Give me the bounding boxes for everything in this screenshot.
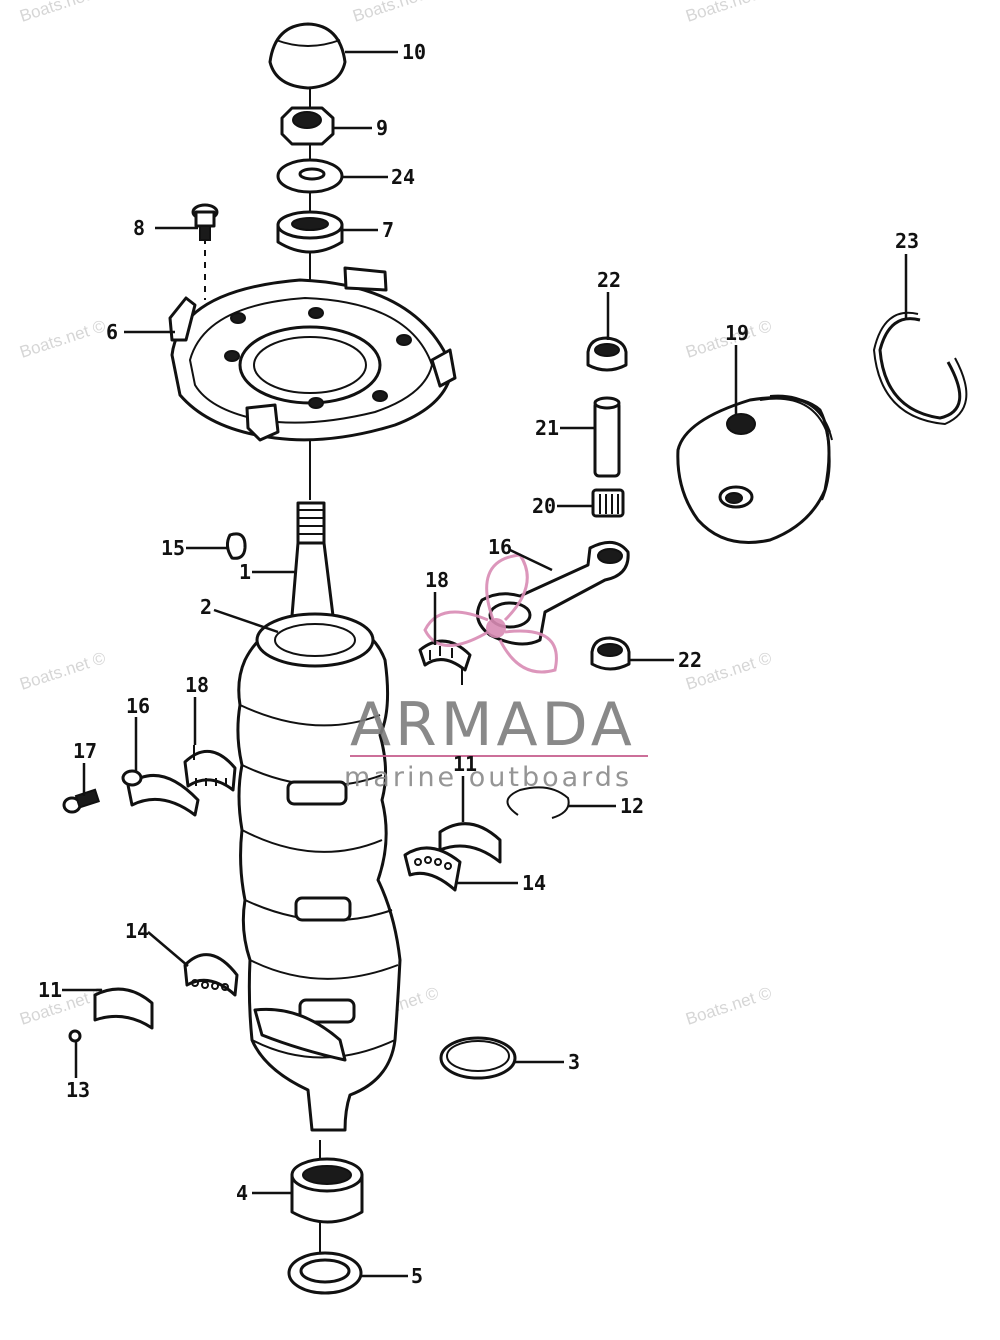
part-20-needle-bearing (591, 488, 625, 518)
part-24-washer (276, 158, 344, 194)
armada-brand-logo: ARMADA marine outboards (344, 553, 648, 793)
watermark-layer: Boats.net © Boats.net © Boats.net © Boat… (17, 0, 774, 1029)
part-17-rod-bolt (62, 788, 100, 814)
callout-3: 3 (568, 1050, 580, 1074)
watermark: Boats.net © (17, 648, 108, 694)
callout-4: 4 (236, 1181, 248, 1205)
part-18-bearing-half (418, 639, 472, 685)
part-22-cap-lower (590, 636, 631, 671)
callout-16: 16 (126, 694, 150, 718)
callout-11: 11 (453, 752, 477, 776)
callout-7: 7 (382, 218, 394, 242)
part-14-bearing-cage-left (183, 953, 239, 997)
part-10-cap (268, 22, 347, 90)
part-16-rod-cap (121, 769, 200, 817)
brand-subtitle: marine outboards (344, 762, 632, 793)
callout-11: 11 (38, 978, 62, 1002)
callout-18: 18 (185, 673, 209, 697)
callout-24: 24 (391, 165, 415, 189)
callout-22: 22 (597, 268, 621, 292)
part-9-nut (280, 106, 335, 146)
callout-19: 19 (725, 321, 749, 345)
part-4-needle-bearing (290, 1157, 364, 1224)
part-13-ball (68, 1029, 82, 1043)
callout-5: 5 (411, 1264, 423, 1288)
callout-17: 17 (73, 739, 97, 763)
callout-12: 12 (620, 794, 644, 818)
part-8-screw (191, 203, 219, 241)
part-19-piston (676, 394, 833, 544)
callout-6: 6 (106, 320, 118, 344)
part-22-cap-top (586, 336, 628, 372)
watermark: Boats.net © (350, 0, 441, 26)
callout-10: 10 (402, 40, 426, 64)
part-12-retaining-ring (506, 786, 570, 819)
watermark: Boats.net © (17, 316, 108, 362)
part-6-housing (168, 266, 457, 442)
part-14-bearing-cage (403, 846, 462, 892)
part-15-key (225, 532, 247, 560)
part-5-washer (287, 1251, 363, 1295)
part-11-bearing-race-left (93, 987, 154, 1030)
callout-9: 9 (376, 116, 388, 140)
brand-title: ARMADA (350, 690, 636, 760)
callout-18: 18 (425, 568, 449, 592)
callout-13: 13 (66, 1078, 90, 1102)
part-3-ring (439, 1036, 517, 1080)
part-7-seal (276, 210, 344, 254)
callout-15: 15 (161, 536, 185, 560)
part-1-crankshaft (236, 501, 402, 1132)
callout-16: 16 (488, 535, 512, 559)
callout-1: 1 (239, 560, 251, 584)
callout-2: 2 (200, 595, 212, 619)
watermark: Boats.net © (683, 0, 774, 26)
watermark: Boats.net © (17, 0, 108, 26)
callout-23: 23 (895, 229, 919, 253)
part-21-wrist-pin (593, 396, 621, 478)
callout-14: 14 (125, 919, 149, 943)
part-11-bearing-race (438, 822, 502, 864)
callout-14: 14 (522, 871, 546, 895)
callouts: 10 9 24 8 7 6 23 22 19 21 20 15 1 16 18 … (38, 40, 919, 1288)
callout-20: 20 (532, 494, 556, 518)
part-18-bearing-half-left (183, 745, 237, 792)
callout-21: 21 (535, 416, 559, 440)
watermark: Boats.net © (683, 983, 774, 1029)
callout-8: 8 (133, 216, 145, 240)
callout-22: 22 (678, 648, 702, 672)
part-23-piston-ring (872, 311, 968, 426)
